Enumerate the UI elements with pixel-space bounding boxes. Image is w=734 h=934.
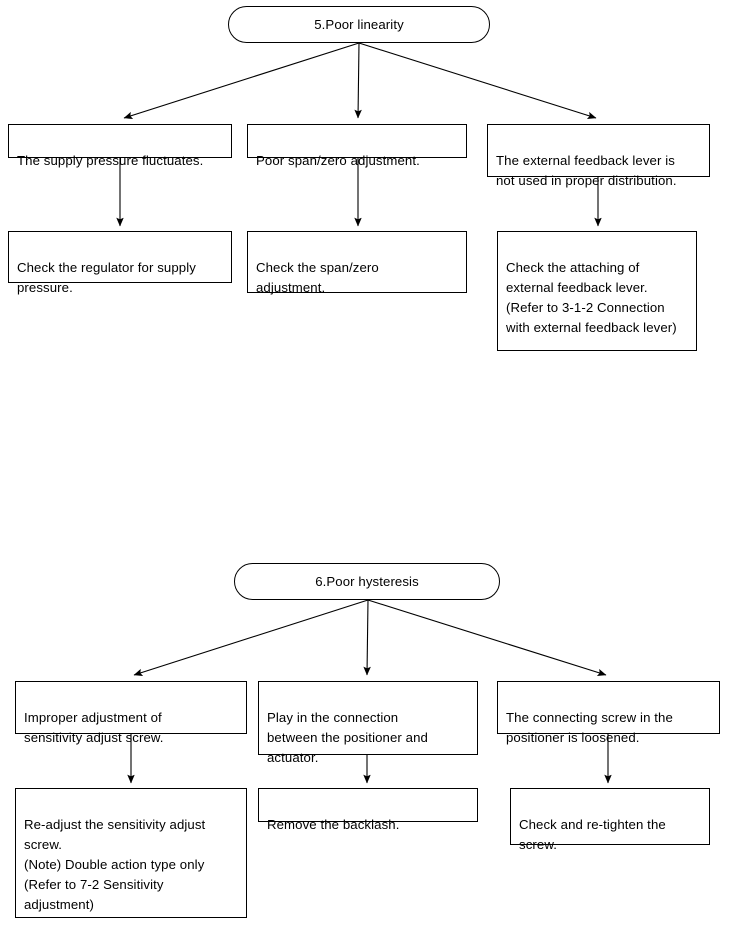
root-6-poor-hysteresis[interactable]: 6.Poor hysteresis bbox=[234, 563, 500, 600]
cause-5-1-supply-pressure[interactable]: The supply pressure fluctuates. bbox=[8, 124, 232, 168]
root-6-label: 6.Poor hysteresis bbox=[315, 573, 419, 589]
remedy-6-2-label: Remove the backlash. bbox=[267, 817, 400, 832]
remedy-5-3-label: Check the attaching of external feedback… bbox=[506, 260, 677, 335]
remedy-6-1-label: Re-adjust the sensitivity adjust screw. … bbox=[24, 817, 206, 912]
remedy-5-1-check-regulator[interactable]: Check the regulator for supply pressure. bbox=[8, 231, 232, 295]
cause-6-2-play-connection[interactable]: Play in the connection between the posit… bbox=[258, 681, 478, 765]
remedy-5-1-label: Check the regulator for supply pressure. bbox=[17, 260, 196, 295]
remedy-6-1-readjust-sensitivity[interactable]: Re-adjust the sensitivity adjust screw. … bbox=[15, 788, 247, 918]
cause-6-3-label: The connecting screw in the positioner i… bbox=[506, 710, 673, 745]
root-5-poor-linearity[interactable]: 5.Poor linearity bbox=[228, 6, 490, 43]
cause-6-2-label: Play in the connection between the posit… bbox=[267, 710, 428, 765]
remedy-5-2-check-span-zero[interactable]: Check the span/zero adjustment. bbox=[247, 231, 467, 295]
root-5-label: 5.Poor linearity bbox=[314, 16, 404, 32]
remedy-6-2-remove-backlash[interactable]: Remove the backlash. bbox=[258, 788, 478, 832]
remedy-5-3-check-attaching[interactable]: Check the attaching of external feedback… bbox=[497, 231, 697, 351]
remedy-6-3-retighten-screw[interactable]: Check and re-tighten the screw. bbox=[510, 788, 710, 852]
cause-6-1-label: Improper adjustment of sensitivity adjus… bbox=[24, 710, 164, 745]
remedy-6-3-label: Check and re-tighten the screw. bbox=[519, 817, 666, 852]
cause-6-3-connecting-screw[interactable]: The connecting screw in the positioner i… bbox=[497, 681, 720, 745]
cause-5-3-label: The external feedback lever is not used … bbox=[496, 153, 677, 188]
cause-5-1-label: The supply pressure fluctuates. bbox=[17, 153, 204, 168]
cause-5-2-label: Poor span/zero adjustment. bbox=[256, 153, 420, 168]
remedy-5-2-label: Check the span/zero adjustment. bbox=[256, 260, 379, 295]
cause-6-1-sensitivity-screw[interactable]: Improper adjustment of sensitivity adjus… bbox=[15, 681, 247, 745]
cause-5-2-span-zero[interactable]: Poor span/zero adjustment. bbox=[247, 124, 467, 168]
cause-5-3-feedback-lever[interactable]: The external feedback lever is not used … bbox=[487, 124, 710, 188]
